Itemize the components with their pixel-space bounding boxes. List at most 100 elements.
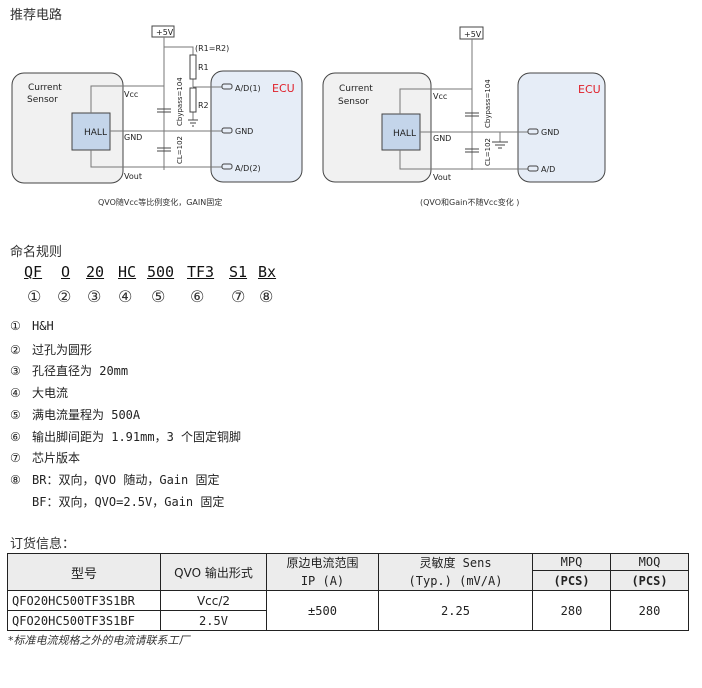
header-sens-line1: 灵敏度 Sens bbox=[419, 556, 492, 570]
rule-text: BR：双向，QVO 随动，Gain 固定 bbox=[32, 472, 220, 487]
code-index: ③ bbox=[87, 287, 102, 306]
vcc-label: Vcc bbox=[124, 90, 138, 99]
cap-bypass-label: Cbypass=104 bbox=[484, 79, 492, 128]
diagram-fixed bbox=[322, 26, 606, 183]
supply-label: +5V bbox=[464, 30, 482, 39]
code-index: ② bbox=[57, 287, 72, 306]
sensor-label-2: Sensor bbox=[338, 97, 369, 107]
header-ip: 原边电流范围 IP (A) bbox=[266, 553, 379, 591]
code-index: ⑦ bbox=[231, 287, 246, 306]
rule-item: ⑧ BR：双向，QVO 随动，Gain 固定 bbox=[10, 471, 219, 488]
pin-ad2: A/D(2) bbox=[235, 164, 261, 173]
cell-sens: 2.25 bbox=[378, 590, 533, 631]
header-qvo: QVO 输出形式 bbox=[160, 553, 267, 591]
rule-item: ① H&H bbox=[10, 319, 54, 333]
ground-symbol bbox=[188, 119, 198, 127]
rule-index: ⑧ bbox=[10, 472, 21, 487]
hall-label: HALL bbox=[84, 128, 107, 138]
code-segment: TF3 bbox=[187, 263, 215, 281]
rule-text: 孔径直径为 20mm bbox=[32, 364, 129, 379]
rule-item: ④ 大电流 bbox=[10, 384, 68, 401]
capacitor-symbols bbox=[157, 108, 171, 152]
diagram1-caption: QVO随Vcc等比例变化，GAIN固定 bbox=[98, 198, 223, 207]
section-title-order: 订货信息： bbox=[10, 537, 76, 552]
r1-label: R1 bbox=[198, 63, 209, 72]
ground-symbol bbox=[492, 141, 508, 149]
cell-moq: 280 bbox=[610, 590, 689, 631]
cell-ip: ±500 bbox=[266, 590, 379, 631]
vout-label: Vout bbox=[124, 172, 142, 181]
hall-box bbox=[381, 113, 421, 151]
ecu-label: ECU bbox=[578, 83, 601, 96]
section-title-circuit: 推荐电路 bbox=[10, 8, 63, 23]
diagram2-caption: (QVO和Gain不随Vcc变化 ) bbox=[420, 198, 520, 207]
code-index: ⑧ bbox=[259, 287, 274, 306]
header-moq-unit: (PCS) bbox=[610, 570, 689, 591]
code-segment: 500 bbox=[147, 263, 175, 281]
circuit-diagrams: +5V (R1=R2) R1 R2 Current Sensor HALL Vc… bbox=[11, 25, 606, 184]
code-segment: 20 bbox=[86, 263, 105, 281]
pin-ad1: A/D(1) bbox=[235, 84, 261, 93]
rule-text: H&H bbox=[32, 319, 54, 333]
pin-gnd: GND bbox=[235, 127, 253, 136]
section-title-naming: 命名规则 bbox=[10, 245, 63, 260]
rule-index: ④ bbox=[10, 386, 21, 401]
sensor-box bbox=[322, 72, 432, 183]
ratio-label: (R1=R2) bbox=[195, 44, 229, 53]
cell-qvo: Vcc/2 bbox=[160, 590, 267, 611]
table-row: QFO20HC500TF3S1BR Vcc/2 ±500 2.25 280 28… bbox=[7, 590, 689, 631]
header-sens: 灵敏度 Sens (Typ.) (mV/A) bbox=[378, 553, 533, 591]
cell-qvo: 2.5V bbox=[160, 610, 267, 631]
header-moq: MOQ bbox=[610, 553, 689, 571]
ecu-box bbox=[517, 72, 606, 183]
cell-model: QFO20HC500TF3S1BF bbox=[7, 610, 161, 631]
footnote: *标准电流规格之外的电流请联系工厂 bbox=[8, 634, 190, 647]
vcc-label: Vcc bbox=[433, 92, 447, 101]
sensor-label-1: Current bbox=[28, 83, 62, 93]
sensor-label-1: Current bbox=[339, 84, 373, 94]
diagram-ratiometric bbox=[11, 25, 303, 184]
ecu-box bbox=[210, 70, 303, 183]
code-index: ⑤ bbox=[151, 287, 166, 306]
capacitor-symbols bbox=[465, 112, 479, 153]
rule-text: 芯片版本 bbox=[32, 451, 81, 466]
header-mpq-unit: (PCS) bbox=[532, 570, 611, 591]
rule-index: ⑥ bbox=[10, 429, 21, 444]
rule-text: 满电流量程为 500A bbox=[32, 407, 141, 422]
rule-item: ⑥ 输出脚间距为 1.91mm，3 个固定铜脚 bbox=[10, 428, 241, 445]
code-segment: QF bbox=[24, 263, 43, 281]
ordering-table: 型号 QVO 输出形式 原边电流范围 IP (A) 灵敏度 Sens (Typ.) … bbox=[7, 553, 689, 631]
cap-bypass-label: Cbypass=104 bbox=[176, 77, 184, 126]
code-index: ① bbox=[27, 287, 42, 306]
code-segment: Bx bbox=[258, 263, 277, 281]
cap-load-label: CL=102 bbox=[176, 136, 184, 164]
supply-box bbox=[151, 25, 175, 38]
header-ip-line2: IP (A) bbox=[300, 574, 345, 588]
hall-label: HALL bbox=[393, 129, 416, 139]
rule-text: 输出脚间距为 1.91mm，3 个固定铜脚 bbox=[32, 429, 242, 444]
header-mpq: MPQ bbox=[532, 553, 611, 571]
rule-text: 大电流 bbox=[32, 386, 69, 401]
pin-ad: A/D bbox=[541, 165, 555, 174]
cap-load-label: CL=102 bbox=[484, 138, 492, 166]
code-index: ⑥ bbox=[190, 287, 205, 306]
cell-model: QFO20HC500TF3S1BR bbox=[7, 590, 161, 611]
rule-text: 过孔为圆形 bbox=[32, 342, 93, 357]
header-model: 型号 bbox=[7, 553, 161, 591]
code-index: ④ bbox=[118, 287, 133, 306]
r2-label: R2 bbox=[198, 101, 209, 110]
ecu-pins bbox=[527, 128, 539, 172]
header-sens-line2: (Typ.) (mV/A) bbox=[408, 574, 503, 588]
cell-mpq: 280 bbox=[532, 590, 611, 631]
ecu-pins bbox=[221, 83, 233, 170]
sensor-label-2: Sensor bbox=[27, 95, 58, 105]
rule-index: ① bbox=[10, 319, 21, 333]
header-ip-line1: 原边电流范围 bbox=[286, 556, 359, 570]
code-segment: S1 bbox=[229, 263, 248, 281]
code-segment: HC bbox=[118, 263, 137, 281]
